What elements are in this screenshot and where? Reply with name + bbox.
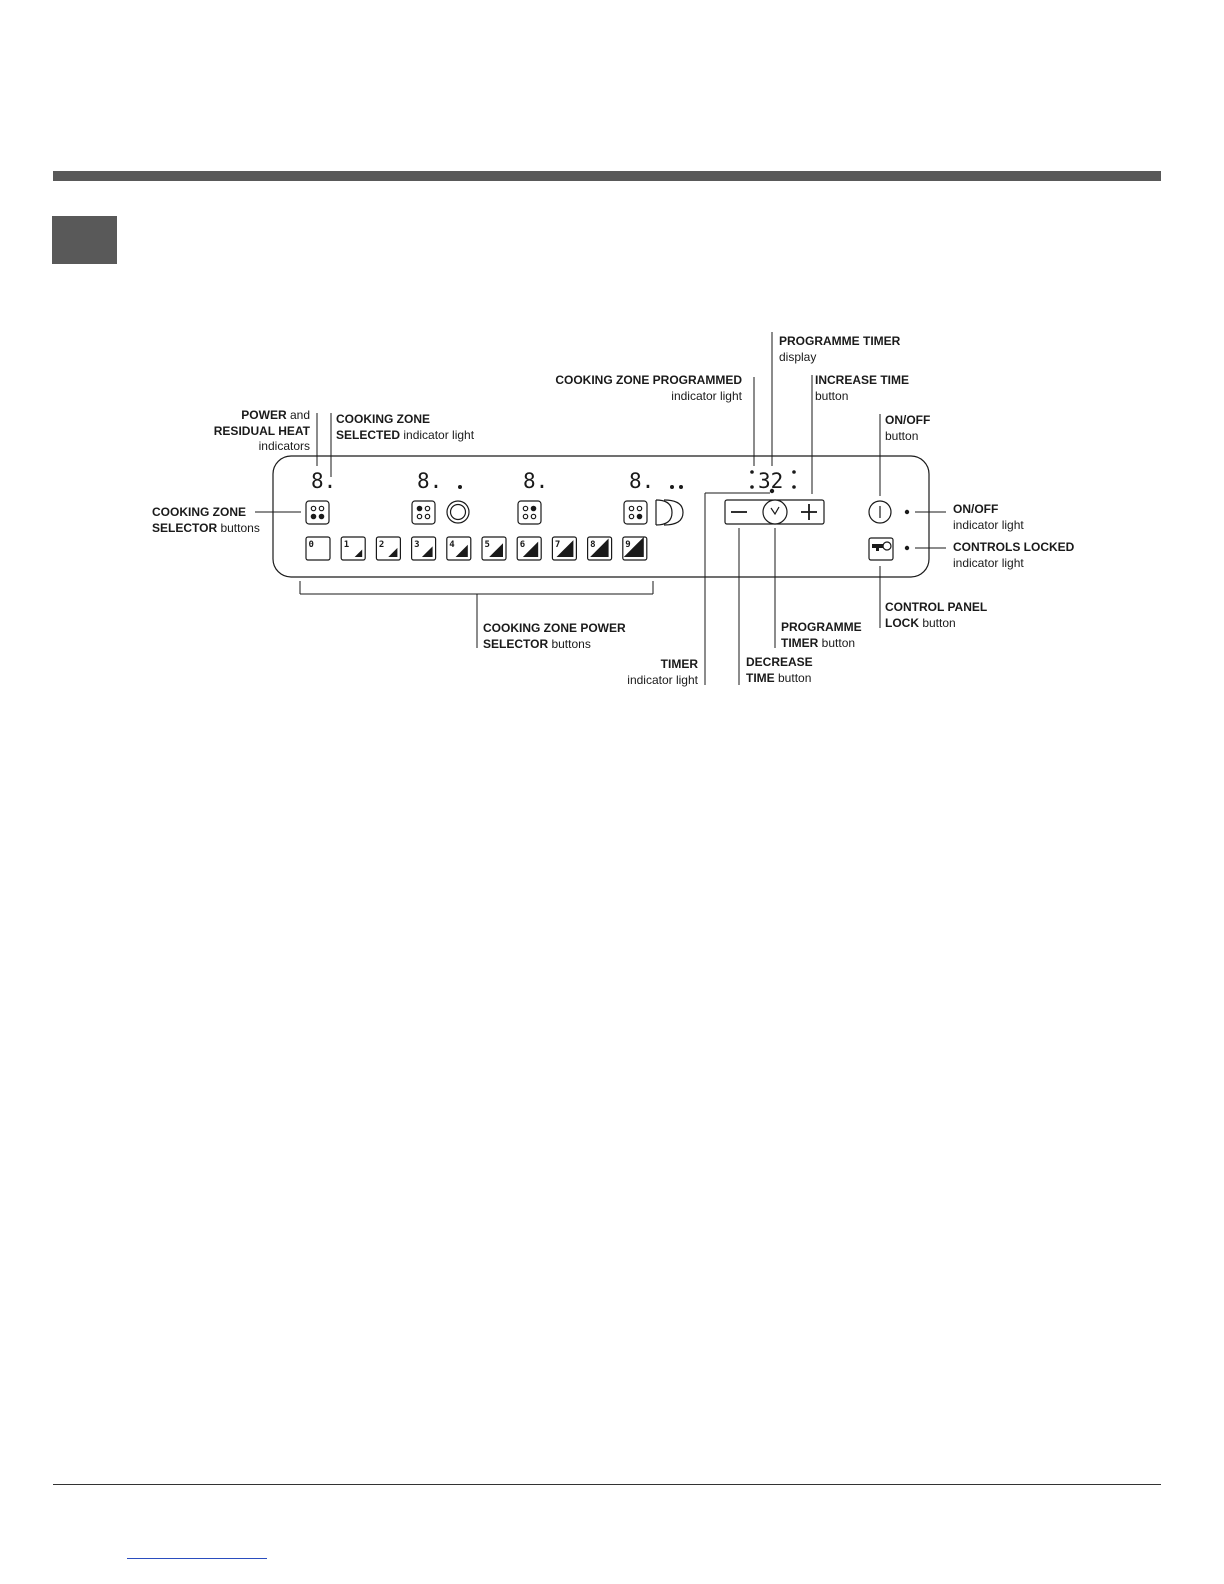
dual-zone-dot [458,485,462,489]
leader-lines [255,332,946,685]
power-level-wedge [590,538,609,557]
label-power-residual-heat: POWER and RESIDUAL HEAT indicators [213,408,310,453]
oval-zone-button[interactable] [655,499,684,526]
dual-ring-icon [446,500,470,524]
power-button-frame [516,536,542,561]
power-level-wedge [489,543,503,557]
power-button-1[interactable]: 1 [340,536,366,561]
label-controls-locked: CONTROLS LOCKED indicator light [953,540,1075,570]
power-button-frame [586,536,613,561]
power-level-wedge [354,549,363,557]
power-level-label: 5 [485,540,490,550]
label-cooking-zone-selected: COOKING ZONE SELECTED indicator light [336,412,475,442]
power-button-frame [375,536,401,561]
label-programme-timer-display: PROGRAMME TIMER display [779,334,901,364]
timer-button-strip [724,499,825,525]
section-marker [52,216,117,264]
power-button-6[interactable]: 6 [516,536,542,561]
hob-zone-icon [628,505,643,520]
power-level-wedge [421,546,433,557]
zone-digit-4: 8. [629,469,654,493]
oval-zone-dot-1 [670,485,674,489]
power-level-wedge [623,537,644,557]
label-decrease-time: DECREASE TIME button [746,655,813,685]
label-programme-timer-button: PROGRAMME TIMER button [781,620,862,650]
onoff-button[interactable] [868,500,892,524]
footer-rule [53,1484,1161,1485]
zone-digit-3: 8. [523,469,548,493]
hob-zone-icon [522,505,537,520]
timer-digits: 32 [758,469,783,493]
power-level-label: 8 [590,540,595,550]
oval-zone-icon [655,499,684,526]
power-level-label: 3 [414,540,419,550]
power-icon [868,500,892,524]
power-level-label: 6 [520,540,525,550]
power-button-frame [340,536,366,561]
header-bar [53,171,1161,181]
power-button-8[interactable]: 8 [586,536,613,561]
power-button-frame [622,536,648,561]
zone-digit-2: 8. [417,469,442,493]
power-button-frame [305,536,331,561]
power-level-wedge [522,541,539,557]
control-panel-svg: 8. 8. 8. 8. [255,332,946,685]
zone-selector-button-1[interactable] [305,500,330,525]
power-button-9[interactable]: 9 [622,536,648,561]
power-button-3[interactable]: 3 [411,536,437,561]
onoff-indicator-light [904,509,910,515]
label-onoff-button: ON/OFF button [885,413,931,443]
power-button-frame [481,536,507,561]
power-level-label: 7 [555,540,560,550]
power-button-frame [551,536,578,561]
power-button-7[interactable]: 7 [551,536,578,561]
power-button-frame [411,536,437,561]
dual-ring-button[interactable] [446,500,470,524]
label-cooking-zone-programmed: COOKING ZONE PROGRAMMED indicator light [555,373,742,403]
power-button-5[interactable]: 5 [481,536,507,561]
power-level-label: 9 [625,540,630,550]
label-cooking-zone-selector: COOKING ZONE SELECTOR buttons [152,505,260,535]
label-control-panel-lock: CONTROL PANEL LOCK button [885,600,988,630]
label-onoff-indicator: ON/OFF indicator light [953,502,1024,532]
power-level-wedge [455,544,468,557]
label-timer-indicator: TIMER indicator light [627,657,698,687]
timer-indicator-dot [769,488,775,494]
power-button-4[interactable]: 4 [446,536,472,561]
zone-selector-button-2[interactable] [411,500,436,525]
zone-selector-button-4[interactable] [623,500,648,525]
power-level-label: 1 [344,540,349,550]
zone-digit-1: 8. [311,469,336,493]
zone-selector-button-3[interactable] [517,500,542,525]
power-selector-group: 0 1 2 3 4 5 6 7 8 9 [305,536,648,561]
power-button-0[interactable]: 0 [305,536,331,561]
controls-locked-indicator-light [904,545,910,551]
hob-zone-icon [416,505,431,520]
footer-link-underline [127,1558,267,1559]
oval-zone-dot-2 [679,485,683,489]
power-level-label: 4 [449,540,455,550]
increase-time-button[interactable] [801,504,817,520]
power-level-wedge [388,547,398,557]
programme-timer-button[interactable] [762,499,788,525]
plus-icon [801,504,817,520]
label-cooking-zone-power-selector: COOKING ZONE POWER SELECTOR buttons [483,621,626,651]
panel-outline [272,455,930,578]
programme-timer-display: 32 [750,469,796,493]
label-increase-time: INCREASE TIME button [815,373,910,403]
clock-icon [762,499,788,525]
power-button-frame [446,536,472,561]
key-lock-icon [872,541,892,551]
control-panel-lock-button[interactable] [868,537,894,561]
power-level-label: 2 [379,540,384,550]
power-button-2[interactable]: 2 [375,536,401,561]
power-level-wedge [556,540,574,557]
hob-zone-icon [310,505,325,520]
power-level-label: 0 [309,540,314,550]
control-panel-diagram: 8. 8. 8. 8. [0,0,1224,720]
